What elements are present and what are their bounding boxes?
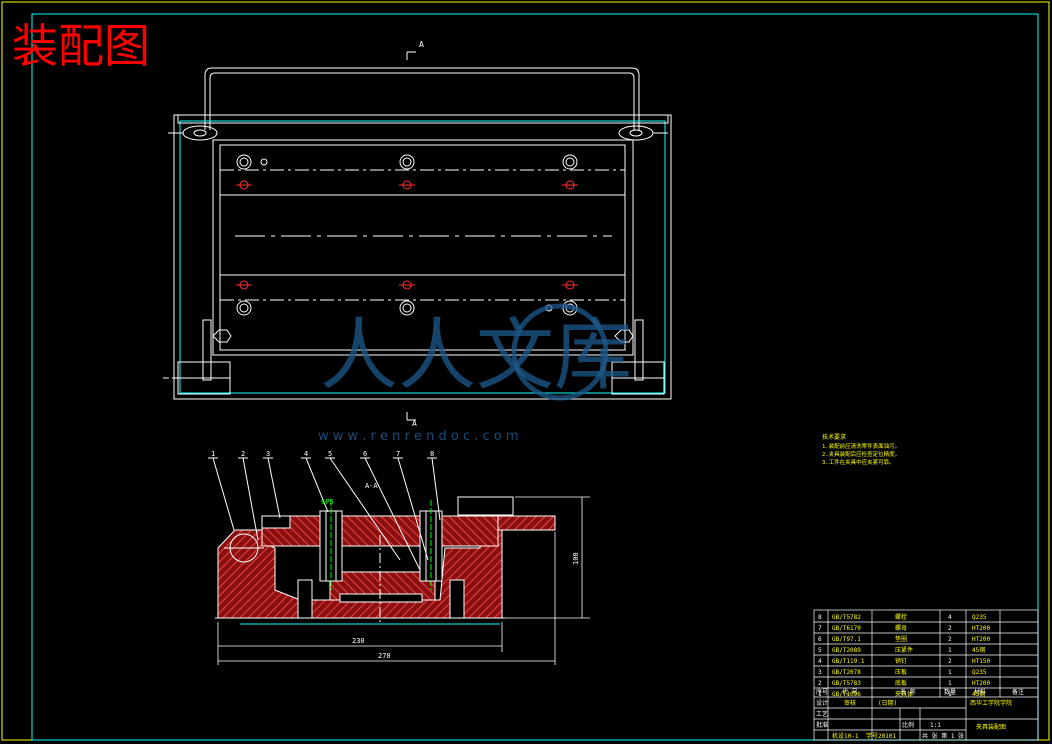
bom-cell-qty: 2 [948,625,952,632]
bom-cell-qty: 2 [948,636,952,643]
watermark-logo: 人人文库 [320,311,632,401]
bom-cell-no: 4 [818,658,822,665]
bom-cell-no: 5 [818,647,822,654]
bom-header-name: 名 称 [900,688,916,696]
tb-process: 工艺 [816,710,828,718]
tb-sheet: 共 张 第 1 张 [922,732,964,740]
bom-cell-name: 压板 [895,668,907,676]
bom-cell-qty: 1 [948,691,952,698]
bom-cell-qty: 1 [948,669,952,676]
bom-cell-name: 螺栓 [895,613,907,621]
bom-cell-code: GB/T5783 [832,680,861,687]
sheet-title: 装配图 [12,19,150,73]
bom-cell-mat: 45钢 [972,690,985,698]
tech-req-line-2: 2.夹具装配后应检查定位精度。 [822,450,900,458]
bom-header-qty: 数量 [944,688,956,696]
dim-270: 270 [378,652,391,660]
bom-cell-no: 7 [818,625,822,632]
tech-req-heading: 技术要求 [822,433,846,441]
bom-cell-code: GB/T1096 [832,691,861,698]
tb-date: (日期) [878,699,897,707]
bom-cell-no: 8 [818,614,822,621]
bom-cell-code: GB/T2089 [832,647,861,654]
section-mark-top: A [419,40,424,49]
bom-cell-code: GB/T97.1 [832,636,861,643]
tb-approve: 批准 [816,721,828,729]
bom-cell-mat: HT200 [972,625,990,632]
balloon-2: 2 [241,450,245,458]
tb-check: 审核 [844,699,856,707]
bom-cell-name: 夹具体 [895,690,913,698]
fit-note: 6P5 [321,498,334,506]
balloon-7: 7 [396,450,400,458]
balloon-6: 6 [363,450,367,458]
bom-cell-no: 6 [818,636,822,643]
bom-header-note: 备注 [1012,688,1024,696]
bom-cell-code: GB/T5782 [832,614,861,621]
dim-100: 100 [572,552,580,565]
tb-class: 机设10-1 [832,732,859,740]
tb-student: 学号20101 [866,732,896,740]
bom-header-no: 序号 [816,688,828,696]
watermark-url: w w w . r e n r e n d o c . c o m [318,429,519,444]
bom-cell-no: 2 [818,680,822,687]
bom-cell-code: GB/T6170 [832,625,861,632]
bolt-holes [236,154,578,316]
bom-cell-qty: 1 [948,680,952,687]
bom-table [813,609,1039,741]
bom-cell-qty: 1 [948,647,952,654]
bom-cell-code: GB/T119.1 [832,658,865,665]
top-view [163,67,672,400]
bom-cell-code: GB/T2078 [832,669,861,676]
bom-header-code: 代 号 [842,688,858,696]
tb-drawing: 夹具装配图 [976,723,1006,731]
inner-border [31,13,1039,741]
bom-cell-mat: 45钢 [972,646,985,654]
tb-scale-label: 比例 [902,721,914,729]
bom-cell-no: 1 [818,691,822,698]
dimensions [217,496,590,665]
bom-cell-mat: Q235 [972,614,987,621]
balloon-1: 1 [211,450,215,458]
balloon-5: 5 [328,450,332,458]
dim-230: 230 [352,637,365,645]
bom-cell-mat: HT200 [972,636,990,643]
balloon-4: 4 [304,450,308,458]
watermark-ring [511,303,609,401]
section-view [215,496,556,625]
bom-cell-qty: 4 [948,614,952,621]
balloon-3: 3 [266,450,270,458]
section-mark-bottom: A [412,419,417,428]
bom-cell-no: 3 [818,669,822,676]
tech-req-line-3: 3.工件在夹具中应夹紧可靠。 [822,458,895,466]
leader-lines [208,457,441,571]
bom-cell-mat: HT200 [972,680,990,687]
bom-cell-qty: 2 [948,658,952,665]
section-markers [406,51,416,421]
bom-cell-name: 压紧件 [895,646,913,654]
bom-header-mat: 材料 [974,688,986,696]
bom-cell-name: 销钉 [895,657,907,665]
tb-scale: 1:1 [930,722,941,729]
balloon-8: 8 [430,450,434,458]
pin-holes [236,180,578,290]
bom-cell-name: 底板 [895,679,907,687]
bom-cell-mat: HT150 [972,658,990,665]
tech-req-line-1: 1.装配前应清洗零件表面油污。 [822,442,900,450]
tb-school: 西华工学院学院 [970,699,1012,707]
bom-cell-mat: Q235 [972,669,987,676]
bom-cell-name: 垫圈 [895,635,907,643]
tb-design: 设计 [816,699,828,707]
bom-cell-name: 螺母 [895,624,907,632]
section-label: A-A [365,482,378,490]
